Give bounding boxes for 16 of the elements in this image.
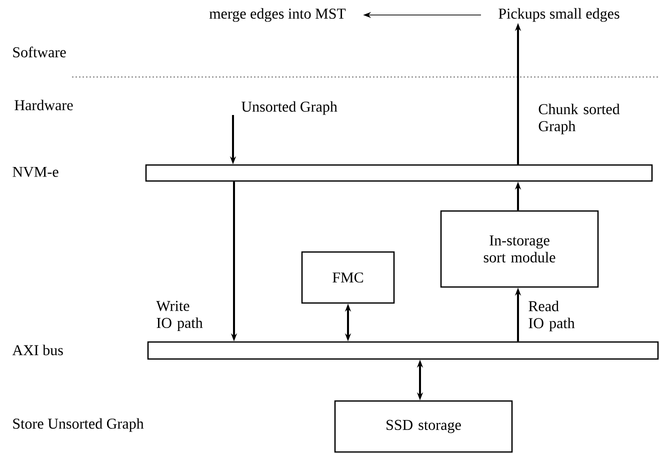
bus-bar <box>147 341 659 360</box>
module-box: SSD storage <box>334 400 513 453</box>
edge-label: Unsorted Graph <box>242 101 338 115</box>
layer-label: Software <box>13 46 66 58</box>
module-box: FMC <box>301 251 395 304</box>
layer-label: NVM-e <box>12 166 58 177</box>
step-text: Pickups small edges <box>498 8 620 22</box>
edge-label: Write IO path <box>156 300 203 332</box>
bus-bar <box>145 164 653 182</box>
layer-label: AXI bus <box>12 344 63 356</box>
module-box: In-storage sort module <box>440 210 599 288</box>
layer-label: Hardware <box>14 100 73 110</box>
step-text: merge edges into MST <box>209 8 346 22</box>
layer-label: Store Unsorted Graph <box>13 418 144 432</box>
edge-label: Chunk sorted Graph <box>538 104 620 134</box>
edge-label: Read IO path <box>528 300 575 332</box>
